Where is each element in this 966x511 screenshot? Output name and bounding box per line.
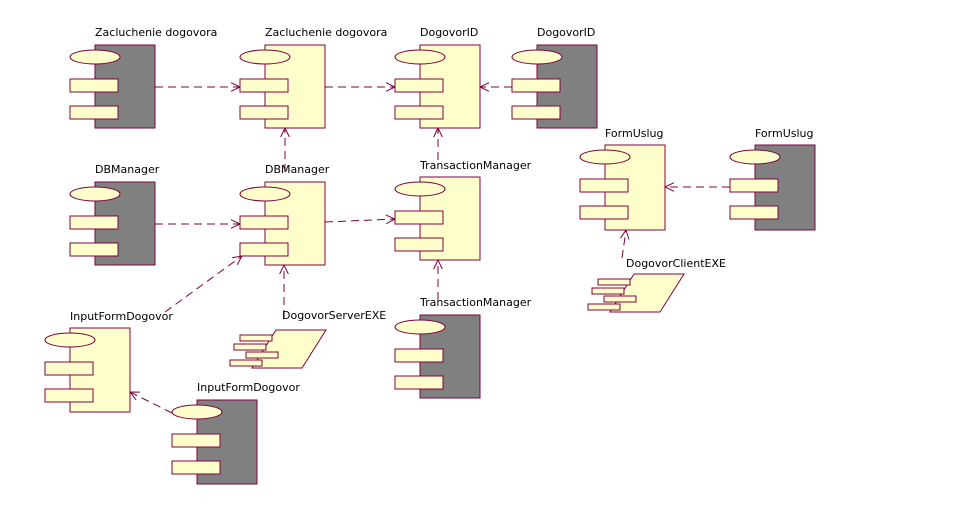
component-port-icon: [69, 215, 119, 230]
component-ellipse-icon: [394, 49, 446, 65]
component-ellipse-icon: [729, 149, 781, 165]
component-label: Zacluchenie dogovora: [95, 26, 217, 39]
component-label: DBManager: [95, 163, 160, 176]
component-port-icon: [171, 433, 221, 448]
component-label: TransactionManager: [419, 296, 532, 309]
component-label: InputFormDogovor: [197, 381, 300, 394]
component-ellipse-icon: [44, 332, 96, 348]
executable-label: DogovorServerEXE: [282, 309, 386, 322]
component-port-icon: [729, 205, 779, 220]
component-ellipse-icon: [239, 49, 291, 65]
component-port-icon: [394, 78, 444, 93]
executable-bar-icon: [587, 303, 621, 311]
dependency-line: [129, 391, 173, 414]
component-label: FormUslug: [605, 127, 664, 140]
component-transactionmanager-spec[interactable]: TransactionManager: [394, 296, 532, 399]
component-label: DogovorID: [537, 26, 595, 39]
component-port-icon: [171, 460, 221, 475]
dependency-arrow: [325, 82, 397, 92]
dependency-arrow: [128, 391, 173, 414]
dependency-line: [164, 255, 243, 313]
dependency-arrow: [155, 219, 242, 229]
executable-bar-icon: [233, 343, 267, 351]
component-ellipse-icon: [171, 404, 223, 420]
component-port-icon: [579, 178, 629, 193]
dependency-arrow: [663, 182, 730, 192]
component-ellipse-icon: [579, 149, 631, 165]
executable-bar-icon: [591, 287, 625, 295]
component-formuslug-spec[interactable]: FormUslug: [729, 127, 816, 231]
component-ellipse-icon: [394, 181, 446, 197]
component-port-icon: [69, 78, 119, 93]
component-ellipse-icon: [394, 319, 446, 335]
component-ellipse-icon: [511, 49, 563, 65]
component-port-icon: [729, 178, 779, 193]
component-port-icon: [239, 242, 289, 257]
executable-dogovorserverexe[interactable]: DogovorServerEXE: [229, 309, 386, 369]
component-ellipse-icon: [239, 186, 291, 202]
component-port-icon: [394, 375, 444, 390]
dependency-arrow: [164, 255, 243, 313]
component-port-icon: [394, 237, 444, 252]
component-port-icon: [394, 210, 444, 225]
executable-bar-icon: [597, 278, 631, 286]
component-port-icon: [579, 205, 629, 220]
executable-bar-icon: [245, 351, 279, 359]
component-dbmanager-spec[interactable]: DBManager: [69, 163, 160, 266]
component-port-icon: [511, 105, 561, 120]
component-formuslug-body[interactable]: FormUslug: [579, 127, 666, 231]
component-port-icon: [69, 242, 119, 257]
component-ellipse-icon: [69, 49, 121, 65]
component-port-icon: [239, 78, 289, 93]
component-port-icon: [239, 105, 289, 120]
component-label: FormUslug: [755, 127, 814, 140]
executable-bar-icon: [229, 359, 263, 367]
component-port-icon: [69, 105, 119, 120]
dependency-arrow: [620, 228, 630, 259]
component-label: Zacluchenie dogovora: [265, 26, 387, 39]
executable-bar-icon: [603, 295, 637, 303]
dependency-arrow: [478, 82, 512, 92]
dependency-line: [621, 229, 627, 259]
component-dbmanager-body[interactable]: DBManager: [239, 163, 330, 266]
dependency-arrow: [433, 258, 443, 300]
component-dogovorid-spec[interactable]: DogovorID: [511, 26, 598, 129]
component-zacluchenie-dogovora-body[interactable]: Zacluchenie dogovora: [239, 26, 387, 129]
dependency-arrow: [433, 126, 443, 160]
component-port-icon: [239, 215, 289, 230]
component-label: InputFormDogovor: [70, 310, 173, 323]
arrowhead-icon: [128, 391, 141, 401]
component-inputformdogovor-body[interactable]: InputFormDogovor: [44, 310, 173, 413]
component-port-icon: [44, 361, 94, 376]
component-inputformdogovor-spec[interactable]: InputFormDogovor: [171, 381, 300, 485]
component-label: DBManager: [265, 163, 330, 176]
component-zacluchenie-dogovora-spec[interactable]: Zacluchenie dogovora: [69, 26, 217, 129]
executable-bar-icon: [239, 334, 273, 342]
executable-label: DogovorClientEXE: [626, 257, 726, 270]
component-label: DogovorID: [420, 26, 478, 39]
component-label: TransactionManager: [419, 159, 532, 172]
dependency-line: [324, 218, 396, 223]
component-port-icon: [44, 388, 94, 403]
component-port-icon: [394, 348, 444, 363]
component-layer: Zacluchenie dogovora Zacluchenie dogovora…: [44, 26, 816, 485]
component-transactionmanager-body[interactable]: TransactionManager: [394, 159, 532, 261]
dependency-arrow: [155, 82, 242, 92]
executable-dogovorclientexe[interactable]: DogovorClientEXE: [587, 257, 726, 313]
component-port-icon: [511, 78, 561, 93]
component-port-icon: [394, 105, 444, 120]
component-ellipse-icon: [69, 186, 121, 202]
dependency-arrow: [324, 214, 397, 225]
component-dogovorid-body[interactable]: DogovorID: [394, 26, 481, 129]
